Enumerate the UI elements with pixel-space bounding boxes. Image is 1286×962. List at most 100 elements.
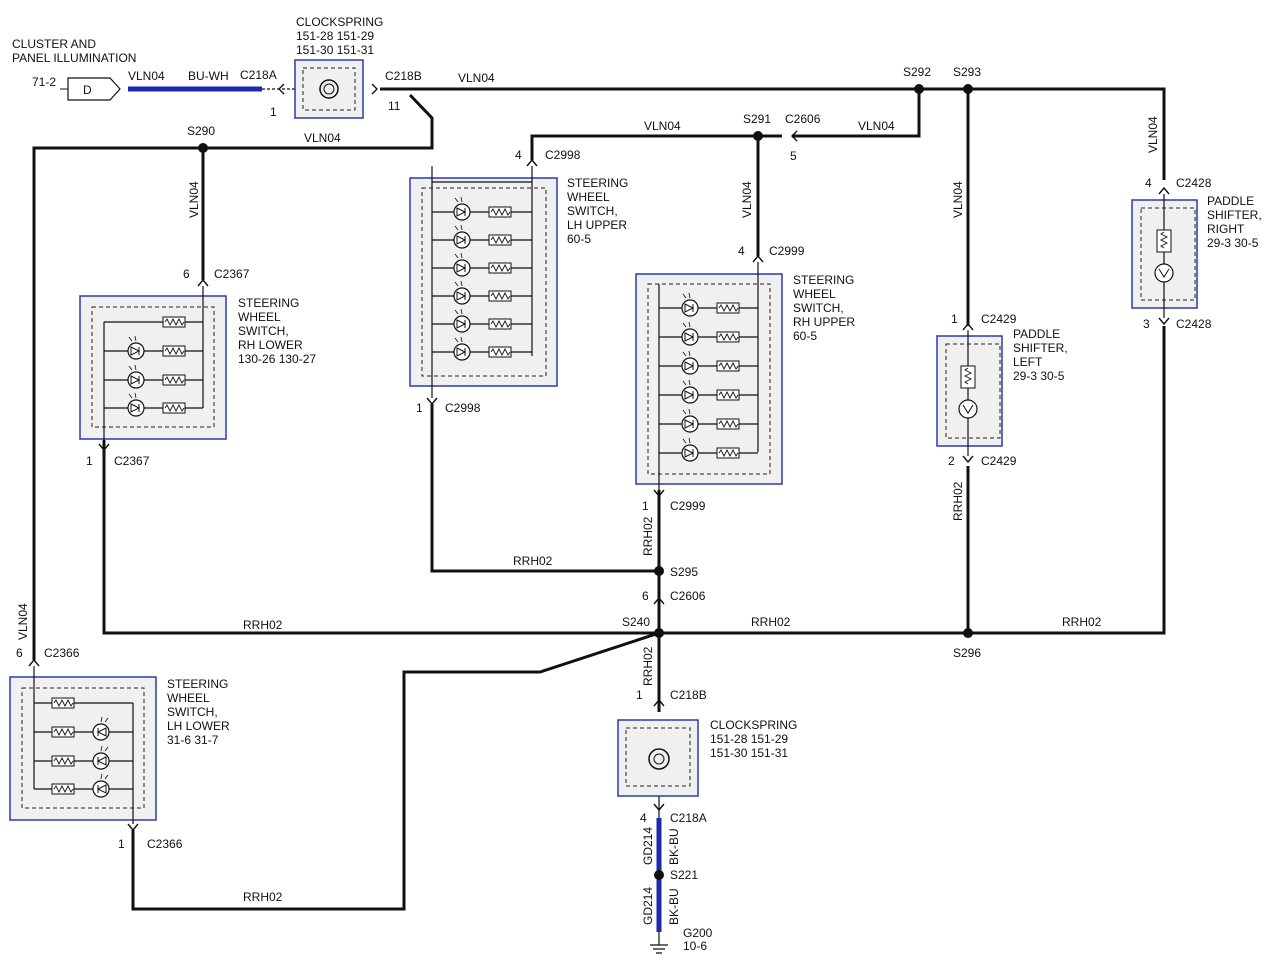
wire-label: VLN04 — [740, 181, 754, 218]
splice-label: S292 — [903, 65, 931, 79]
wire-label: RRH02 — [1062, 615, 1102, 629]
lamp-icon — [1154, 263, 1174, 283]
clockspring-top-refs1: 151-28 151-29 — [296, 29, 374, 43]
paddle-right-title-l3: RIGHT — [1207, 222, 1245, 236]
cluster-title-line1: CLUSTER AND — [12, 37, 96, 51]
connector-label: C2606 — [670, 589, 706, 603]
clockspring-bottom-refs1: 151-28 151-29 — [710, 732, 788, 746]
connector-label: C218A — [670, 811, 707, 825]
splice-nodes — [198, 84, 973, 880]
wire-color-label: BK-BU — [667, 828, 681, 865]
ground-ref: 10-6 — [683, 939, 707, 953]
wires — [32, 86, 1166, 954]
connector-label: C218B — [670, 688, 707, 702]
connector-label: C2428 — [1176, 317, 1212, 331]
splice-label: S296 — [953, 646, 981, 660]
connector-label: C2999 — [769, 244, 805, 258]
connector-label: C2367 — [114, 454, 150, 468]
wire-label: RRH02 — [641, 646, 655, 686]
pin-label: 11 — [388, 99, 401, 113]
wire-label: RRH02 — [751, 615, 791, 629]
connector-label: C2367 — [214, 267, 250, 281]
cluster-connector-tag — [67, 77, 121, 101]
ground-label: G200 — [683, 926, 713, 940]
wire-color-label: BK-BU — [667, 888, 681, 925]
paddle-right-ref: 29-3 30-5 — [1207, 236, 1259, 250]
rh-lower-title-l1: STEERING — [238, 296, 299, 310]
clockspring-top: CLOCKSPRING 151-28 151-29 151-30 151-31 — [294, 15, 383, 119]
connector-label: C2366 — [44, 646, 80, 660]
clockspring-top-refs2: 151-30 151-31 — [296, 43, 374, 57]
wire-label: RRH02 — [513, 554, 553, 568]
rh-upper-title-l2: WHEEL — [793, 287, 836, 301]
connector-symbols — [28, 83, 1170, 832]
lh-upper-title-l2: WHEEL — [567, 190, 610, 204]
pin-label: 6 — [183, 267, 190, 281]
lh-upper-title-l4: LH UPPER — [567, 218, 627, 232]
pin-label: 1 — [636, 688, 643, 702]
rh-upper-title-l3: SWITCH, — [793, 301, 844, 315]
vln04-left-wire — [32, 93, 434, 660]
paddle-shifter-right: PADDLE SHIFTER, RIGHT 29-3 30-5 — [1131, 194, 1262, 318]
cluster-ref: 71-2 — [32, 75, 56, 89]
wire-label: GD214 — [641, 827, 655, 865]
lh-lower-title-l4: LH LOWER — [167, 719, 230, 733]
clockspring-bottom: CLOCKSPRING 151-28 151-29 151-30 151-31 — [617, 718, 797, 797]
rh-lower-ref: 130-26 130-27 — [238, 352, 316, 366]
pin-label: 6 — [16, 646, 23, 660]
switch-rh-lower: STEERING WHEEL SWITCH, RH LOWER 130-26 1… — [79, 286, 316, 444]
rh-lower-title-l3: SWITCH, — [238, 324, 289, 338]
wire-label: RRH02 — [243, 618, 283, 632]
connector-label: C2429 — [981, 312, 1017, 326]
lamp-resistor-rows — [659, 292, 758, 462]
ground-point: G200 10-6 — [683, 926, 713, 953]
splice-label: S293 — [953, 65, 981, 79]
connector-label: C2998 — [545, 148, 581, 162]
switch-rh-upper: STEERING WHEEL SWITCH, RH UPPER 60-5 — [635, 262, 855, 490]
lh-upper-title-l3: SWITCH, — [567, 204, 618, 218]
pin-label: 4 — [515, 148, 522, 162]
paddle-shifter-left: PADDLE SHIFTER, LEFT 29-3 30-5 — [936, 327, 1068, 456]
wire-label: RRH02 — [951, 481, 965, 521]
pin-label: 4 — [738, 244, 745, 258]
paddle-left-ref: 29-3 30-5 — [1013, 369, 1065, 383]
splice-label: S221 — [670, 868, 698, 882]
pin-label: 1 — [951, 312, 958, 326]
connector-label: C2999 — [670, 499, 706, 513]
pin-label: 4 — [1145, 176, 1152, 190]
clockspring-coil-icon — [319, 79, 339, 99]
lamp-resistor-rows — [432, 196, 532, 361]
wire-label: RRH02 — [641, 516, 655, 556]
wire-label: VLN04 — [128, 69, 165, 83]
connector-labels: C218A 1 C218B 11 C2606 5 4 C2998 1 C2998… — [16, 68, 1212, 851]
paddle-right-title-l1: PADDLE — [1207, 194, 1254, 208]
wire-label: GD214 — [641, 887, 655, 925]
paddle-right-title-l2: SHIFTER, — [1207, 208, 1262, 222]
splice-label: S290 — [187, 124, 215, 138]
clockspring-top-title: CLOCKSPRING — [296, 15, 383, 29]
clockspring-bottom-refs2: 151-30 151-31 — [710, 746, 788, 760]
pin-label: 1 — [416, 401, 423, 415]
rh-upper-title-l4: RH UPPER — [793, 315, 855, 329]
wire-label: VLN04 — [1146, 116, 1160, 153]
pin-label: 1 — [118, 837, 125, 851]
pin-label: 5 — [790, 149, 797, 163]
lh-lower-title-l3: SWITCH, — [167, 705, 218, 719]
paddle-left-title-l2: SHIFTER, — [1013, 341, 1068, 355]
clockspring-coil-icon — [648, 748, 670, 770]
cluster-tag-label: D — [83, 83, 92, 97]
wire-label: VLN04 — [951, 181, 965, 218]
vln04-top-wire — [380, 87, 1166, 180]
cluster-title-line2: PANEL ILLUMINATION — [12, 51, 136, 65]
splice-label: S291 — [743, 112, 771, 126]
switch-lh-upper: STEERING WHEEL SWITCH, LH UPPER 60-5 — [409, 166, 628, 398]
rh-upper-ref: 60-5 — [793, 329, 817, 343]
pin-label: 4 — [640, 811, 647, 825]
switch-lh-lower: STEERING WHEEL SWITCH, LH LOWER 31-6 31-… — [9, 666, 230, 824]
paddle-left-title-l1: PADDLE — [1013, 327, 1060, 341]
wire-label: RRH02 — [243, 890, 283, 904]
wire-label: VLN04 — [16, 603, 30, 640]
cluster-source: CLUSTER AND PANEL ILLUMINATION 71-2 D — [12, 37, 136, 101]
wire-label: VLN04 — [187, 181, 201, 218]
